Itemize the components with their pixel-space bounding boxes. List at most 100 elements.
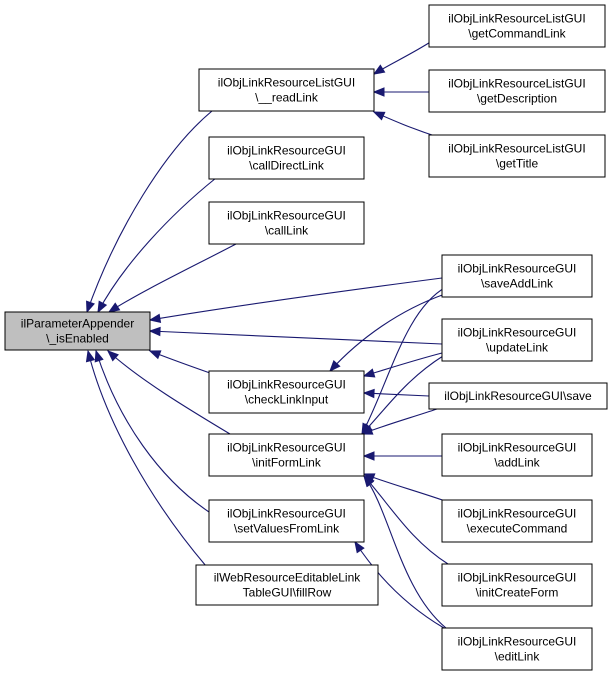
node-fillRow[interactable]: ilWebResourceEditableLinkTableGUI\fillRo… [195,564,379,606]
arrowhead [362,388,375,399]
node-label-line: ilObjLinkResourceGUI [227,144,346,158]
node-label-line: \saveAddLink [481,277,554,291]
node-box [441,254,593,298]
node-label-line: \initFormLink [252,456,322,470]
edge-editLink-to-setValuesFromLink [354,540,445,629]
edge-editLink-to-initFormLink [363,474,447,629]
arrowhead [372,87,385,97]
edge-getCommandLink-to-readLink [372,40,433,75]
node-label-line: \initCreateForm [476,586,559,600]
edge-line [95,350,213,515]
arrowhead [372,111,386,121]
node-label-line: \checkLinkInput [245,393,329,407]
node-label-line: ilObjLinkResourceGUI [458,326,577,340]
node-label-line: ilObjLinkResourceGUI [227,209,346,223]
node-label-line: ilObjLinkResourceListGUI [448,12,585,26]
node-label-line: ilObjLinkResourceGUI [458,571,577,585]
node-label-line: ilObjLinkResourceListGUI [218,76,355,90]
arrowhead [107,302,121,313]
arrowhead [94,349,104,363]
node-label-line: ilObjLinkResourceGUI [458,441,577,455]
node-box [4,311,151,351]
node-label-line: ilParameterAppender [21,317,134,331]
node-box [195,564,379,606]
node-getDescription[interactable]: ilObjLinkResourceListGUI\getDescription [428,69,606,113]
node-getCommandLink[interactable]: ilObjLinkResourceListGUI\getCommandLink [428,4,606,48]
node-label-line: \_isEnabled [46,332,109,346]
node-checkLinkInput[interactable]: ilObjLinkResourceGUI\checkLinkInput [208,370,365,414]
node-box [208,136,365,180]
node-box [441,499,593,543]
node-box [428,4,606,48]
node-editLink[interactable]: ilObjLinkResourceGUI\editLink [441,627,593,671]
arrowhead [107,350,119,362]
node-label-line: ilObjLinkResourceGUI [227,378,346,392]
edge-checkLinkInput-to-root [148,350,211,374]
edge-line [149,277,443,321]
node-label-line: \callDirectLink [249,159,325,173]
node-box [428,382,608,410]
edge-getTitle-to-readLink [372,111,439,138]
edge-line [363,475,449,565]
node-label-line: \setValuesFromLink [234,522,340,536]
node-executeCommand[interactable]: ilObjLinkResourceGUI\executeCommand [441,499,593,543]
edge-initCreateForm-to-initFormLink [363,474,449,565]
node-box [441,318,593,362]
node-readLink[interactable]: ilObjLinkResourceListGUI\__readLink [198,68,375,112]
node-label-line: \updateLink [486,341,549,355]
arrowhead [372,64,386,75]
arrowhead [362,451,375,461]
edge-callLink-to-root [107,243,237,313]
node-root[interactable]: ilParameterAppender\_isEnabled [4,311,151,351]
edge-line [361,286,447,435]
edge-save-to-initFormLink [360,408,438,435]
node-box [441,433,593,477]
node-save[interactable]: ilObjLinkResourceGUI\save [428,382,608,410]
arrowhead [86,300,95,314]
arrowhead [148,350,162,360]
node-box [428,134,606,178]
node-label-line: ilObjLinkResourceListGUI [448,77,585,91]
graph-edges [85,40,449,629]
node-saveAddLink[interactable]: ilObjLinkResourceGUI\saveAddLink [441,254,593,298]
node-label-line: \getDescription [477,92,557,106]
node-setValuesFromLink[interactable]: ilObjLinkResourceGUI\setValuesFromLink [208,499,365,543]
node-initFormLink[interactable]: ilObjLinkResourceGUI\initFormLink [208,433,365,477]
edge-updateLink-to-root [148,326,443,345]
node-callDirectLink[interactable]: ilObjLinkResourceGUI\callDirectLink [208,136,365,180]
node-label-line: \getTitle [496,157,539,171]
node-box [441,563,593,607]
node-label-line: ilObjLinkResourceGUI\save [444,389,592,403]
edge-updateLink-to-checkLinkInput [362,352,443,378]
arrowhead [329,360,341,372]
node-getTitle[interactable]: ilObjLinkResourceListGUI\getTitle [428,134,606,178]
node-box [208,370,365,414]
node-label-line: \callLink [265,224,309,238]
node-label-line: ilObjLinkResourceGUI [227,441,346,455]
edge-saveAddLink-to-initFormLink [361,286,447,436]
node-updateLink[interactable]: ilObjLinkResourceGUI\updateLink [441,318,593,362]
edge-addLink-to-initFormLink [362,451,442,461]
node-addLink[interactable]: ilObjLinkResourceGUI\addLink [441,433,593,477]
edge-saveAddLink-to-root [148,277,443,323]
edge-line [86,110,213,313]
graph-nodes: ilParameterAppender\_isEnabled ilObjLinkR… [4,4,608,671]
node-initCreateForm[interactable]: ilObjLinkResourceGUI\initCreateForm [441,563,593,607]
arrowhead [97,300,108,314]
arrowhead [363,474,375,488]
arrowhead [148,313,162,323]
edge-setValuesFromLink-to-root [94,349,213,515]
edge-line [363,475,447,629]
node-label-line: ilObjLinkResourceGUI [227,507,346,521]
node-label-line: ilObjLinkResourceGUI [458,262,577,276]
node-label-line: TableGUI\fillRow [243,586,332,600]
edge-getDescription-to-readLink [372,87,429,97]
node-callLink[interactable]: ilObjLinkResourceGUI\callLink [208,201,365,245]
edge-save-to-checkLinkInput [362,388,430,399]
arrowhead [354,540,365,554]
edge-line [329,293,446,372]
arrowhead [360,425,374,435]
node-box [208,433,365,477]
edge-callDirectLink-to-root [97,177,217,314]
